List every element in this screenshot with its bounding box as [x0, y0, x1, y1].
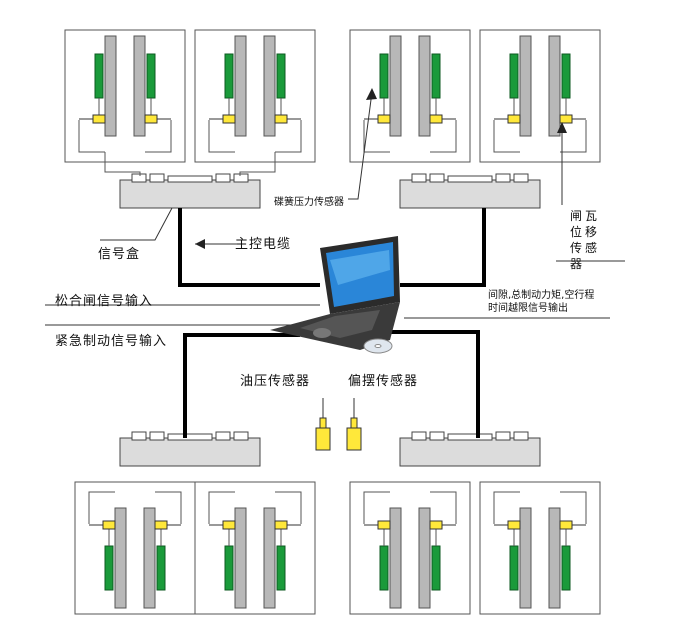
- shoe-sensor-char: 移: [585, 225, 598, 239]
- brake-group-top-left: [64, 29, 316, 209]
- laptop-icon: [270, 236, 400, 350]
- shoe-sensor-char: 瓦: [585, 209, 598, 223]
- shoe-sensor-char: 位: [570, 225, 583, 239]
- cable-top-left: [178, 208, 320, 287]
- oil-pressure-sensor-icon: [315, 398, 331, 451]
- cd-disc-icon: [363, 338, 393, 354]
- swing-sensor-label: 偏摆传感器: [348, 374, 419, 389]
- overrun-output-line-2: 时间越限信号输出: [488, 303, 568, 314]
- overrun-output-line-1: 间隙,总制动力矩,空行程: [488, 290, 595, 301]
- shoe-sensor-arrow: [557, 122, 567, 133]
- brake-unit: [64, 29, 186, 163]
- shoe-sensor-char: 闸: [570, 209, 583, 223]
- brake-unit: [479, 481, 601, 615]
- overrun-output-label: 间隙,总制动力矩,空行程 时间越限信号输出: [488, 289, 594, 315]
- signal-box: [119, 173, 261, 209]
- brake-unit: [194, 29, 316, 163]
- emergency-signal-input-label: 紧急制动信号输入: [55, 334, 168, 349]
- signal-box: [399, 431, 541, 467]
- cable-arrow: [195, 239, 205, 249]
- cable-bottom-right: [385, 330, 480, 438]
- main-cable-label: 主控电缆: [235, 237, 292, 252]
- shoe-sensor-char: 传: [570, 241, 583, 255]
- shoe-sensor-char: 感: [585, 241, 598, 255]
- spring-sensor-arrow: [366, 88, 377, 100]
- brake-unit: [74, 481, 196, 615]
- release-signal-input-label: 松合闸信号输入: [55, 294, 154, 309]
- cable-top-right: [400, 208, 486, 287]
- brake-group-bottom-left: [74, 431, 316, 615]
- signal-box-label: 信号盒: [98, 247, 141, 262]
- oil-pressure-sensor-label: 油压传感器: [240, 374, 311, 389]
- main-cables: [178, 208, 486, 438]
- brake-unit: [349, 481, 471, 615]
- brake-unit: [479, 29, 601, 163]
- shoe-sensor-char: 器: [570, 257, 583, 271]
- signal-box: [119, 431, 261, 467]
- brake-group-bottom-right: [349, 431, 601, 615]
- swing-sensor-icon: [346, 398, 362, 451]
- cable-bottom-left: [183, 333, 300, 438]
- signal-box: [399, 173, 541, 209]
- brake-unit: [194, 481, 316, 615]
- spring-pressure-sensor-label: 碟簧压力传感器: [274, 197, 344, 208]
